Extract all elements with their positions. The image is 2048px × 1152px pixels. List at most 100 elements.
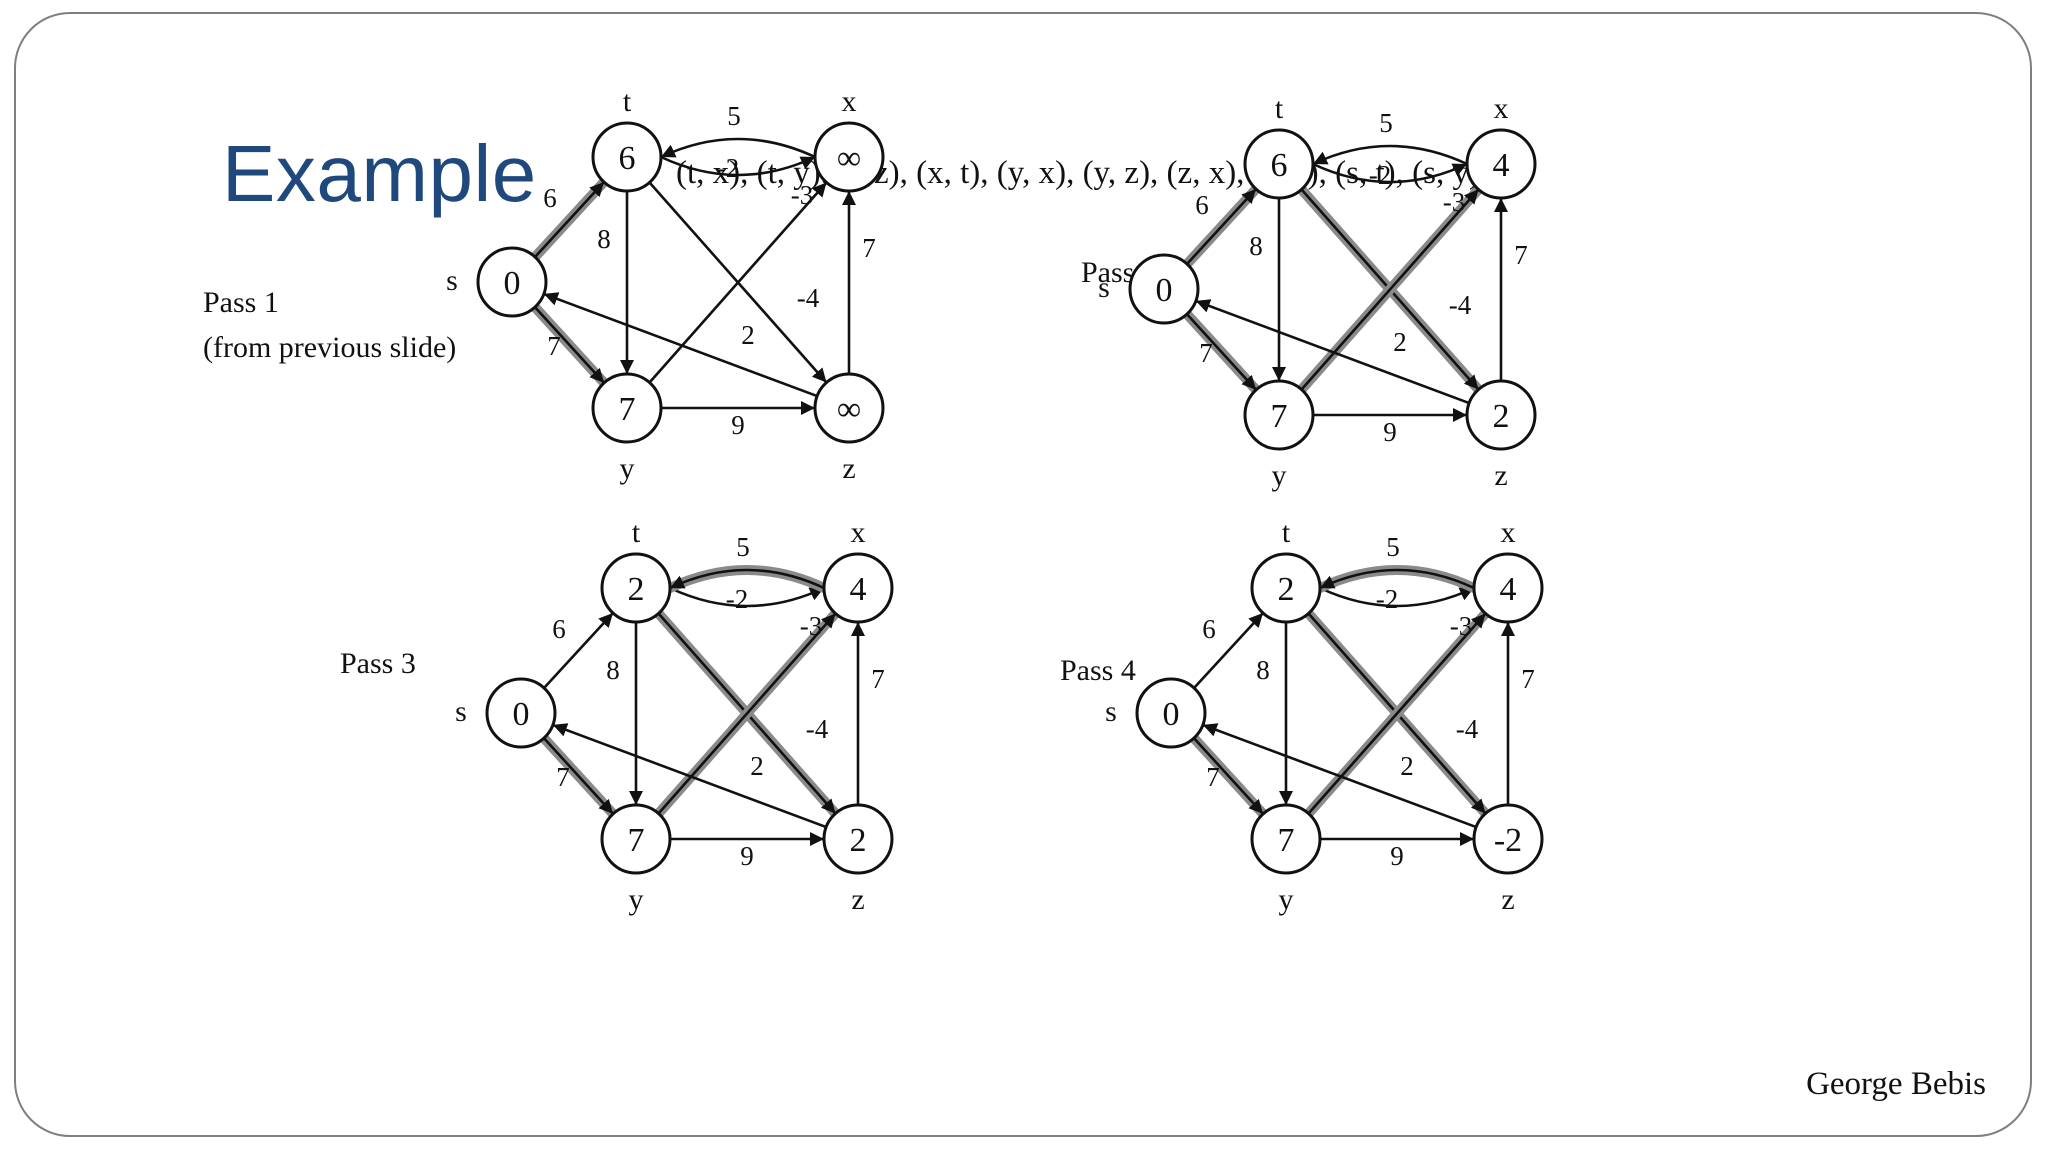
- edge-s-t: 6: [530, 177, 609, 262]
- node-y: 7y: [591, 372, 663, 485]
- edge-weight: 5: [1379, 108, 1393, 138]
- node-t: 2t: [1250, 516, 1322, 624]
- edge-weight: 6: [543, 183, 557, 213]
- edge-t-y: 8: [597, 191, 634, 374]
- node-name: s: [1105, 695, 1117, 728]
- edge-y-x: -3: [648, 180, 828, 384]
- edge-line: [660, 155, 816, 177]
- node-circle: [822, 552, 894, 624]
- edge-line: [543, 292, 818, 398]
- node-distance: 6: [1271, 147, 1288, 184]
- node-distance: 2: [850, 822, 867, 859]
- edge-line: [660, 137, 816, 159]
- node-circle: [1472, 803, 1544, 875]
- node-name: y: [1272, 459, 1287, 492]
- edge-weight: 8: [597, 224, 611, 254]
- edge-y-z: 9: [1313, 408, 1467, 447]
- edge-weight: -2: [1376, 584, 1399, 614]
- edge-s-y: 7: [538, 733, 619, 819]
- node-name: t: [623, 85, 632, 118]
- node-t: 6t: [1243, 92, 1315, 200]
- edge-line: [648, 181, 828, 384]
- edge-line: [1312, 144, 1468, 166]
- node-name: x: [851, 516, 866, 549]
- edge-weight: 7: [1514, 240, 1528, 270]
- edge-z-s: 2: [543, 292, 818, 398]
- node-circle: [1128, 253, 1200, 325]
- edge-weight: -2: [1369, 160, 1392, 190]
- node-circle: [813, 372, 885, 444]
- node-name: z: [1501, 883, 1514, 916]
- edge-t-x: 5: [669, 532, 825, 608]
- edge-x-t: -2: [1315, 565, 1479, 614]
- node-name: s: [1098, 271, 1110, 304]
- edge-z-s: 2: [1202, 723, 1477, 829]
- node-name: y: [629, 883, 644, 916]
- node-distance: 7: [1278, 822, 1295, 859]
- node-circle: [600, 552, 672, 624]
- edge-z-s: 2: [552, 723, 827, 829]
- node-distance: 2: [1278, 571, 1295, 608]
- node-distance: 0: [1163, 696, 1180, 733]
- node-t: 2t: [600, 516, 672, 624]
- edge-line: [1186, 188, 1257, 265]
- edge-s-y: 7: [529, 302, 610, 388]
- edge-line: [1202, 723, 1477, 829]
- edge-weight: 2: [1400, 751, 1414, 781]
- edge-s-y: 7: [1188, 733, 1269, 819]
- node-distance: 6: [619, 140, 636, 177]
- edge-t-x: 5: [1312, 108, 1468, 184]
- edge-weight: 7: [547, 331, 561, 361]
- node-x: 4x: [1465, 92, 1537, 200]
- node-name: x: [842, 85, 857, 118]
- edge-weight: 8: [1256, 655, 1270, 685]
- edge-line: [669, 586, 825, 608]
- edge-weight: 9: [1390, 841, 1404, 871]
- slide-title: Example: [222, 129, 537, 218]
- node-name: s: [455, 695, 467, 728]
- edge-line: [533, 306, 606, 384]
- node-circle: [1135, 677, 1207, 749]
- node-s: 0s: [1098, 253, 1200, 325]
- node-circle: [600, 803, 672, 875]
- edge-line: [1319, 568, 1475, 590]
- edge-y-x: -3: [1303, 608, 1491, 819]
- edge-weight: 9: [740, 841, 754, 871]
- edge-weight: -4: [797, 283, 820, 313]
- edge-line: [1195, 299, 1470, 405]
- edge-weight: 9: [731, 410, 745, 440]
- node-distance: 0: [504, 265, 521, 302]
- node-circle: [591, 372, 663, 444]
- node-z: 2z: [822, 803, 894, 916]
- node-name: x: [1501, 516, 1516, 549]
- node-name: t: [632, 516, 641, 549]
- edge-z-x: 7: [1494, 198, 1528, 381]
- edge-x-t: -2: [665, 565, 829, 614]
- edge-weight: -3: [1443, 187, 1466, 217]
- edge-weight: -4: [1456, 714, 1479, 744]
- pass-1-graph: Pass 1(from previous slide)5-2678-4-3972…: [203, 85, 885, 485]
- edge-line: [1192, 737, 1265, 815]
- node-x: 4x: [822, 516, 894, 624]
- node-name: z: [842, 452, 855, 485]
- node-circle: [1465, 128, 1537, 200]
- edge-weight: 6: [1195, 190, 1209, 220]
- node-name: x: [1494, 92, 1509, 125]
- node-name: t: [1282, 516, 1291, 549]
- edge-z-s: 2: [1195, 299, 1470, 405]
- edge-weight: -4: [1449, 290, 1472, 320]
- edge-s-t: 6: [543, 612, 614, 689]
- node-distance: 2: [628, 571, 645, 608]
- edge-line: [534, 181, 605, 258]
- node-distance: 4: [1493, 147, 1510, 184]
- node-name: y: [620, 452, 635, 485]
- edge-t-y: 8: [1249, 198, 1286, 381]
- edge-weight: 7: [862, 233, 876, 263]
- node-x: ∞x: [813, 85, 885, 193]
- node-z: -2z: [1472, 803, 1544, 916]
- node-circle: [813, 121, 885, 193]
- edge-y-z: 9: [661, 401, 815, 440]
- edge-weight: -3: [1450, 611, 1473, 641]
